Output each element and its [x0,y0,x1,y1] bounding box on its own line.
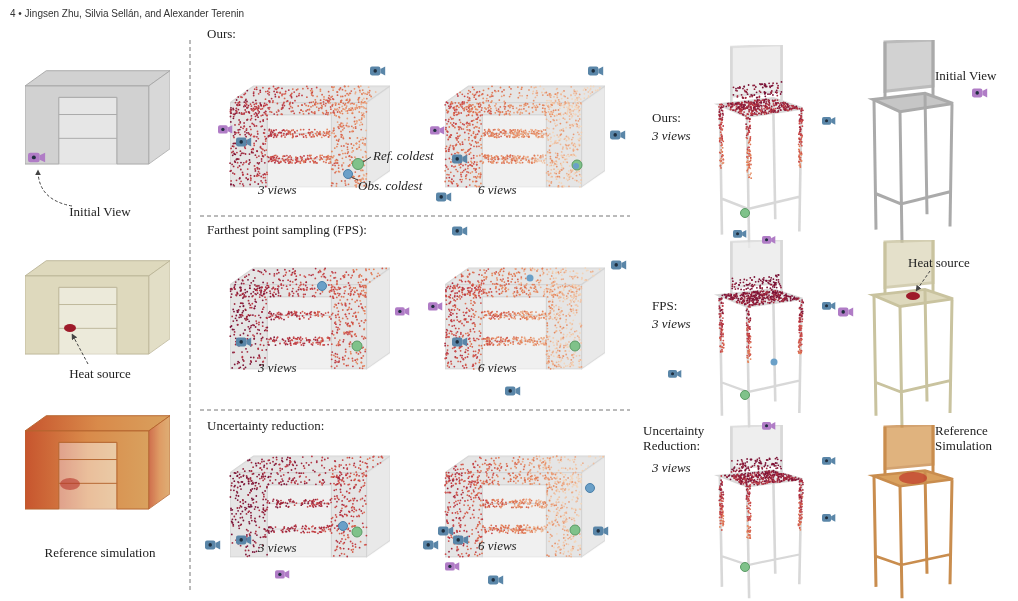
figure-page: 4 • Jingsen Zhu, Silvia Sellán, and Alex… [0,0,1018,601]
